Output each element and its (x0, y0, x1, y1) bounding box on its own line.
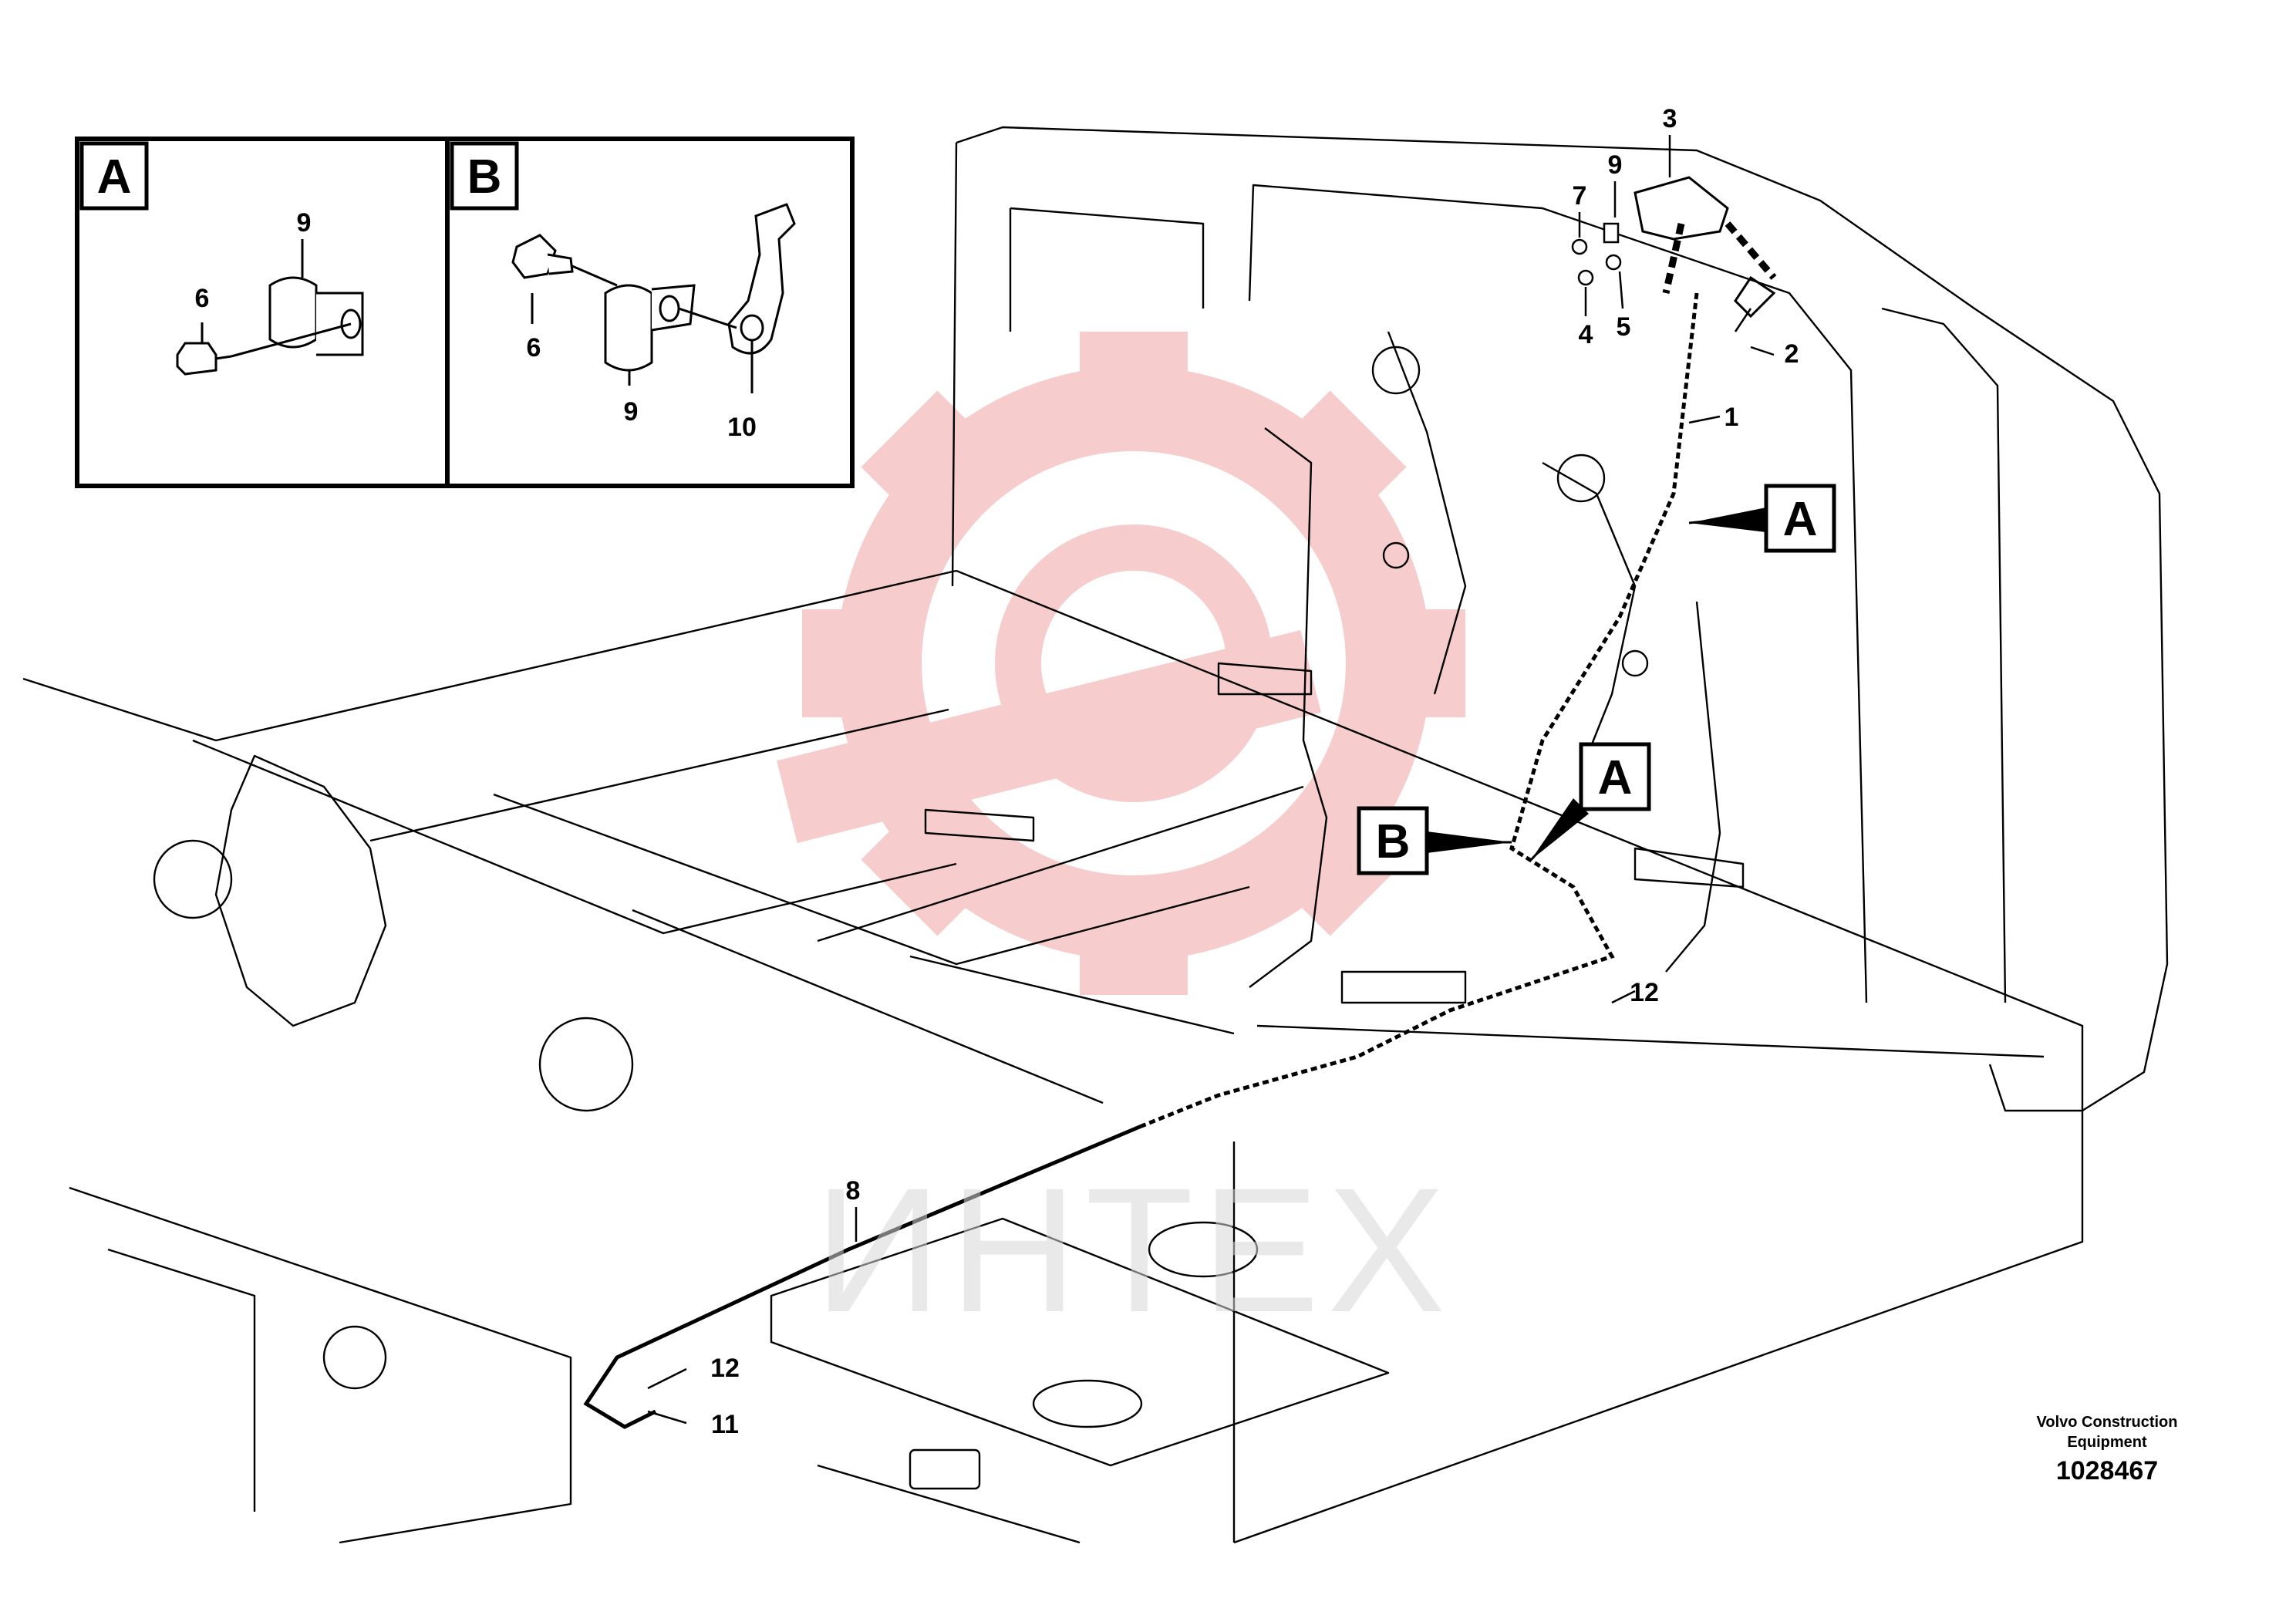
harness-part-1 (1141, 292, 1699, 1128)
document-number: 1028467 (2056, 1456, 2158, 1485)
callout-5: 5 (1617, 312, 1631, 342)
detail-a-callout-9: 9 (297, 208, 312, 238)
hardware-fasteners (647, 135, 1775, 1425)
harness-part-8 (583, 1124, 1142, 1429)
callout-9: 9 (1608, 150, 1623, 180)
detail-a-drawing (176, 239, 364, 376)
svg-text:B: B (1376, 815, 1411, 868)
reference-flag-b: B (1357, 806, 1512, 875)
callout-2: 2 (1785, 339, 1799, 369)
machine-frame-drawing (22, 126, 2169, 1544)
callout-4: 4 (1579, 320, 1593, 349)
detail-a-callout-6: 6 (195, 284, 210, 313)
callout-12-upper: 12 (1630, 978, 1659, 1007)
callout-11: 11 (711, 1410, 739, 1439)
callout-8: 8 (846, 1176, 861, 1206)
reference-flag-a-upper: A (1688, 484, 1836, 553)
detail-b-callout-10: 10 (727, 413, 757, 442)
detail-frame (75, 137, 855, 488)
detail-a-title: A (97, 150, 132, 204)
svg-text:A: A (1783, 493, 1818, 546)
reference-flag-a-lower: A (1529, 742, 1651, 862)
credit-line-2: Equipment (2067, 1434, 2147, 1451)
callout-3: 3 (1663, 104, 1677, 133)
detail-b-callout-9: 9 (624, 397, 639, 427)
watermark-gear-logo (777, 332, 1465, 995)
svg-text:A: A (1598, 751, 1633, 804)
callout-7: 7 (1573, 181, 1587, 211)
detail-b-drawing (511, 203, 796, 393)
detail-b-callout-6: 6 (527, 333, 541, 363)
callout-12-lower: 12 (710, 1354, 740, 1383)
watermark-text: ИНТЕХ (814, 1151, 1454, 1349)
bracket-part-3 (1633, 176, 1777, 319)
detail-b-title: B (467, 150, 502, 204)
credit-line-1: Volvo Construction (2037, 1414, 2178, 1431)
callout-1: 1 (1725, 403, 1739, 432)
